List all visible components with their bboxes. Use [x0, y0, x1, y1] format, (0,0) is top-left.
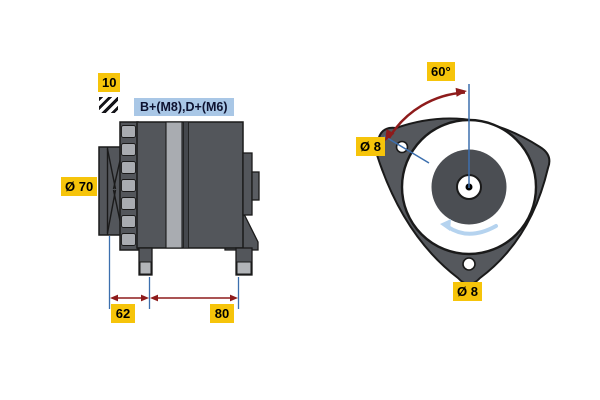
angle-arc-arrow-icon	[385, 87, 467, 141]
angled-reference-line	[383, 135, 430, 164]
stator-band	[165, 121, 183, 249]
pulley-diameter-label: Ø 70	[61, 177, 98, 196]
side-view	[98, 121, 260, 309]
dimension-arrow-80	[150, 294, 238, 302]
rear-terminal-block	[251, 171, 260, 201]
extension-lines	[108, 236, 240, 309]
rear-terminal-strip	[242, 152, 253, 216]
dimension-label-62: 62	[111, 304, 135, 323]
dimension-arrow-62	[110, 294, 149, 302]
mount-angle-label: 60°	[427, 62, 455, 81]
upper-hole-diameter-label: Ø 8	[356, 137, 385, 156]
terminal-label: B+(M8),D+(M6)	[134, 98, 234, 116]
mounting-feet	[138, 247, 253, 276]
lower-lug-hole	[462, 257, 476, 271]
alternator-body	[136, 121, 260, 251]
vent-column	[119, 121, 139, 251]
belt-hatch-pattern-icon	[99, 97, 118, 113]
rotation-direction-arrow-icon	[440, 219, 498, 236]
dimension-label-80: 80	[210, 304, 234, 323]
pulley	[98, 146, 123, 236]
front-view	[375, 84, 551, 285]
belt-width-label: 10	[98, 73, 121, 92]
lower-hole-diameter-label: Ø 8	[453, 282, 482, 301]
